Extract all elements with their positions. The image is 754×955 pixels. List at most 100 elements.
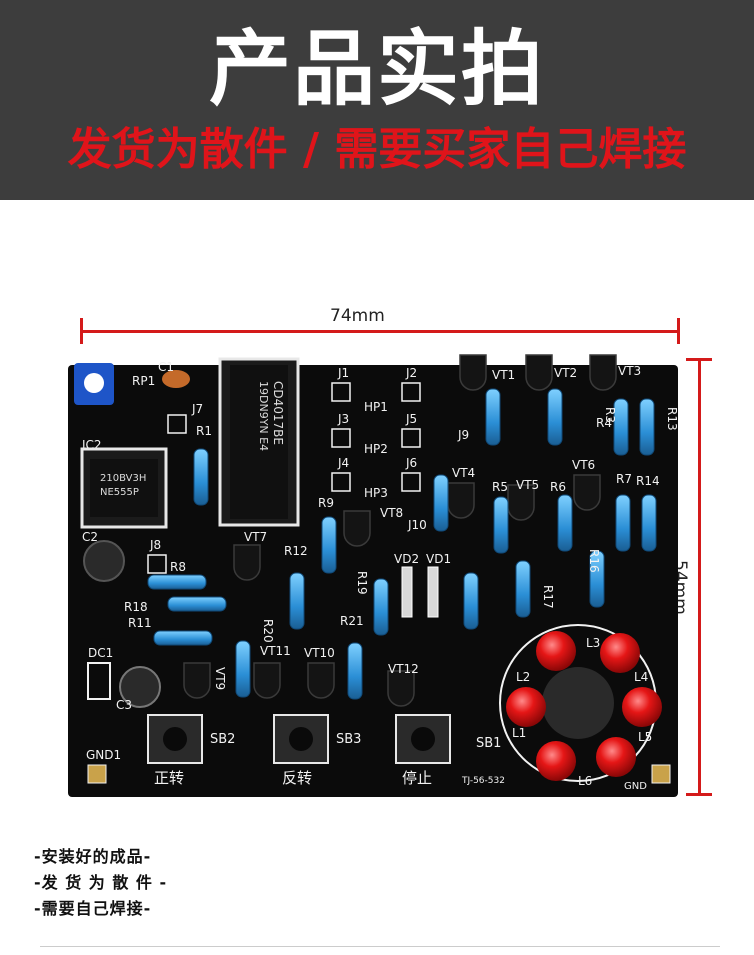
label-c1: C1 <box>158 360 174 374</box>
chip2-code: 210BV3H <box>100 473 146 484</box>
pad-j6 <box>401 472 421 492</box>
label-sb2: SB2 <box>210 732 235 747</box>
label-r17: R17 <box>541 585 555 609</box>
label-dc1: DC1 <box>88 646 113 660</box>
label-l3: L3 <box>586 636 600 650</box>
note-shipped-as-parts: -发 货 为 散 件 - <box>34 873 168 892</box>
pad-j1 <box>331 382 351 402</box>
label-r4: R4 <box>596 416 612 430</box>
pad-j5 <box>401 428 421 448</box>
label-sb3: SB3 <box>336 732 361 747</box>
label-btn-forward: 正转 <box>154 769 184 787</box>
width-dimension-line <box>80 318 680 344</box>
pad-j8 <box>147 554 167 574</box>
width-dimension-label: 74mm <box>330 306 385 326</box>
pad-j2 <box>401 382 421 402</box>
chip2-marking: NE555P <box>100 487 139 498</box>
label-btn-stop: 停止 <box>402 769 432 787</box>
led-ring-center <box>542 667 614 739</box>
label-j1: J1 <box>337 366 349 380</box>
label-r21: R21 <box>340 614 364 628</box>
label-btn-reverse: 反转 <box>282 769 312 787</box>
notes-list: -安装好的成品- -发 货 为 散 件 - -需要自己焊接- <box>34 844 167 922</box>
label-gnd1: GND1 <box>86 748 121 762</box>
pad-gnd <box>651 764 671 784</box>
label-j3: J3 <box>337 412 349 426</box>
label-vt11: VT11 <box>260 644 291 658</box>
label-r1: R1 <box>196 424 212 438</box>
label-r14: R14 <box>636 474 660 488</box>
chip1-marking: CD4017BE <box>271 381 285 445</box>
label-r13: R13 <box>665 407 678 431</box>
label-r16: R16 <box>587 549 601 573</box>
pad-j4 <box>331 472 351 492</box>
label-vt10: VT10 <box>304 646 335 660</box>
height-dimension-line <box>686 358 712 796</box>
label-vd1: VD1 <box>426 552 451 566</box>
label-l6: L6 <box>578 774 592 788</box>
label-r12: R12 <box>284 544 308 558</box>
label-vt1: VT1 <box>492 368 515 382</box>
diode-vd2 <box>401 566 413 618</box>
label-r19: R19 <box>355 571 369 595</box>
label-l5: L5 <box>638 730 652 744</box>
label-r6: R6 <box>550 480 566 494</box>
label-vt8: VT8 <box>380 506 403 520</box>
label-vd2: VD2 <box>394 552 419 566</box>
label-vt4: VT4 <box>452 466 475 480</box>
label-board-code: TJ-56-532 <box>461 776 505 786</box>
label-vt9: VT9 <box>213 667 227 690</box>
pad-j3 <box>331 428 351 448</box>
label-gnd: GND <box>624 781 647 792</box>
label-j7: J7 <box>191 402 203 416</box>
label-hp3: HP3 <box>364 486 388 500</box>
label-r11: R11 <box>128 616 152 630</box>
label-r20: R20 <box>261 619 275 643</box>
ic-cd4017 <box>230 365 288 519</box>
label-vt6: VT6 <box>572 458 595 472</box>
label-j10: J10 <box>407 518 427 532</box>
push-buttons <box>147 714 451 764</box>
red-leds <box>506 631 662 781</box>
label-vt5: VT5 <box>516 478 539 492</box>
transistors <box>183 354 617 707</box>
label-hp2: HP2 <box>364 442 388 456</box>
diode-vd1 <box>427 566 439 618</box>
label-r3: R3 <box>603 407 617 423</box>
label-j8: J8 <box>149 538 161 552</box>
label-j2: J2 <box>405 366 417 380</box>
label-r9: R9 <box>318 496 334 510</box>
bottom-divider <box>40 946 720 947</box>
capacitor-c2 <box>83 540 125 582</box>
label-c3: C3 <box>116 698 132 712</box>
pad-j7 <box>167 414 187 434</box>
label-j5: J5 <box>405 412 417 426</box>
label-r7: R7 <box>616 472 632 486</box>
page-title: 产品实拍 <box>208 22 545 117</box>
pcb-board-photo: RP1 C1 J7 R1 CD4017BE 19DN9YN E4 IC2 210… <box>68 354 678 797</box>
capacitor-c1 <box>162 370 190 388</box>
label-j4: J4 <box>337 456 349 470</box>
header-banner: 产品实拍 发货为散件 / 需要买家自己焊接 <box>0 0 754 200</box>
label-j9: J9 <box>457 428 469 442</box>
label-r8: R8 <box>170 560 186 574</box>
label-r18: R18 <box>124 600 148 614</box>
label-vt3: VT3 <box>618 364 641 378</box>
label-vt12: VT12 <box>388 662 419 676</box>
label-l1: L1 <box>512 726 526 740</box>
label-l4: L4 <box>634 670 648 684</box>
label-vt7: VT7 <box>244 530 267 544</box>
label-rp1: RP1 <box>132 374 155 388</box>
capacitor-c3 <box>119 666 161 708</box>
label-l2: L2 <box>516 670 530 684</box>
label-r5: R5 <box>492 480 508 494</box>
ic-ne555 <box>90 459 158 517</box>
label-sb1: SB1 <box>476 736 501 751</box>
label-hp1: HP1 <box>364 400 388 414</box>
note-assembled: -安装好的成品- <box>34 847 152 866</box>
pad-gnd1 <box>87 764 107 784</box>
dc-jack-dc1 <box>87 662 111 700</box>
label-vt2: VT2 <box>554 366 577 380</box>
page-subtitle: 发货为散件 / 需要买家自己焊接 <box>67 124 687 175</box>
chip1-code: 19DN9YN E4 <box>257 381 270 451</box>
